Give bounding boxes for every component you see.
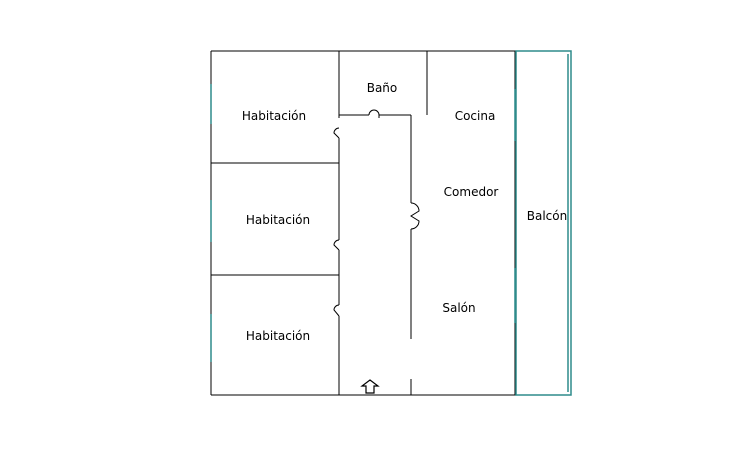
room-label-bathroom: Baño [367,81,398,95]
balcony-railing [515,50,572,396]
room-label-balcony: Balcón [527,209,567,223]
room-label-bedroom-3: Habitación [246,329,310,343]
room-label-bedroom-1: Habitación [242,109,306,123]
door-swings [333,109,420,317]
room-label-living: Salón [442,301,475,315]
living-door-swing [410,202,420,230]
windows [210,50,572,396]
room-label-bedroom-2: Habitación [246,213,310,227]
bathroom-door-swing [368,109,380,118]
up-arrow-icon [360,379,380,394]
bedroom-1-door-swing [333,127,340,139]
bedroom-3-door-swing [333,304,340,317]
room-label-dining: Comedor [444,185,499,199]
bedroom-2-door-swing [333,239,340,251]
room-label-kitchen: Cocina [455,109,496,123]
